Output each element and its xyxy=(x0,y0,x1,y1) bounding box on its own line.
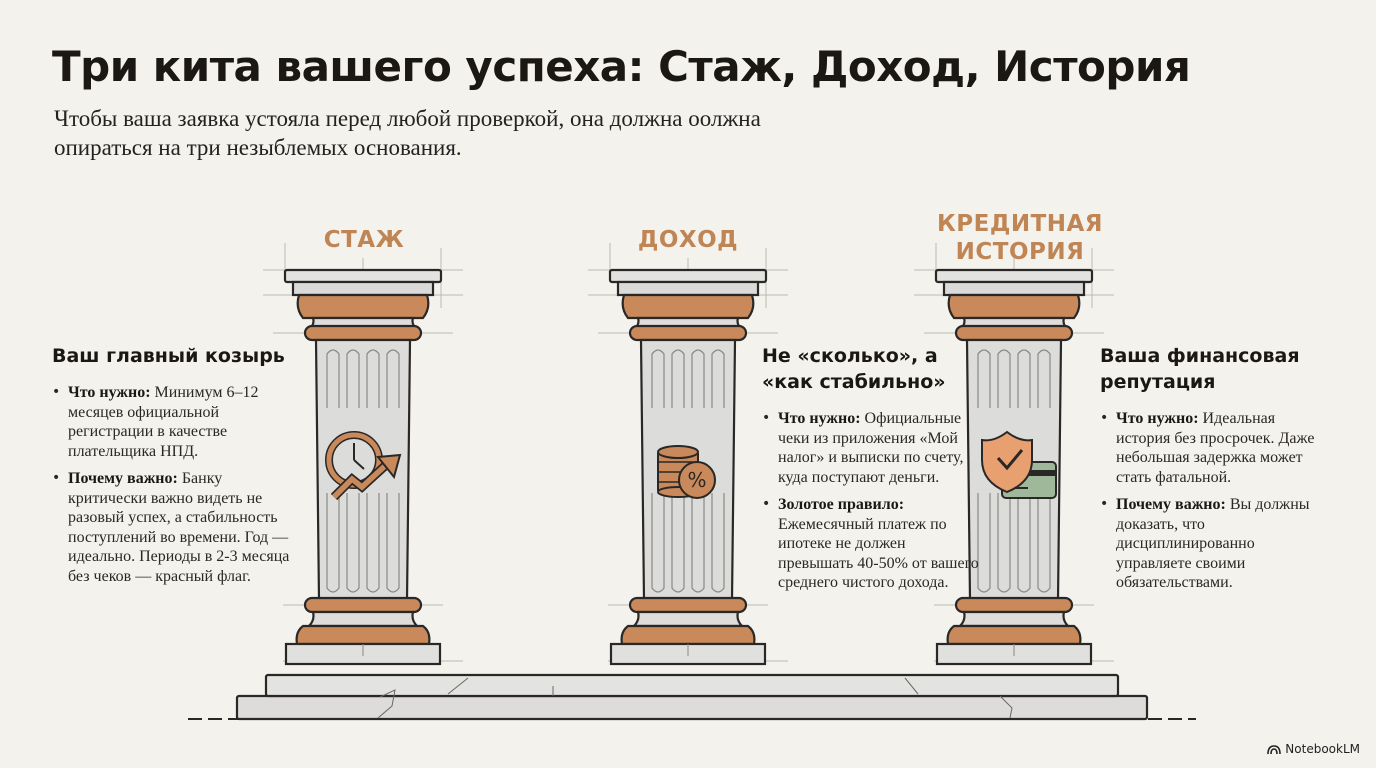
info-heading: Ваш главный козырь xyxy=(52,345,285,367)
column-label-dohod: ДОХОД xyxy=(637,227,739,253)
notebooklm-logo-icon xyxy=(1267,744,1282,754)
bullet-term: Золотое правило: xyxy=(778,496,905,513)
info-block-stazh: Ваш главный козырь Что нужно: Минимум 6–… xyxy=(52,343,302,594)
bullet-text: Минимум 6–12 месяцев официальной регистр… xyxy=(68,384,259,460)
bullet-term: Что нужно: xyxy=(68,384,151,401)
info-heading: Ваша финансовая репутация xyxy=(1100,345,1300,393)
bullet-term: Почему важно: xyxy=(68,470,178,487)
bullet: Почему важно: Вы должны доказать, что ди… xyxy=(1100,495,1330,593)
column-label-credit-history: КРЕДИТНАЯ ИСТОРИЯ xyxy=(920,210,1120,266)
bullet-text: Вы должны доказать, что дисциплинированн… xyxy=(1116,496,1310,591)
clock-growth-arrow-icon xyxy=(325,431,402,501)
brand-watermark: NotebookLM xyxy=(1267,742,1360,756)
page-title: Три кита вашего успеха: Стаж, Доход, Ист… xyxy=(52,42,1191,91)
bullet: Что нужно: Официальные чеки из приложени… xyxy=(762,409,982,487)
bullet-text: Ежемесячный платеж по ипотеке не должен … xyxy=(778,515,979,592)
brand-label: NotebookLM xyxy=(1285,742,1360,756)
svg-text:%: % xyxy=(687,468,706,492)
foundation-upper-step xyxy=(264,673,1120,698)
bullet-term: Что нужно: xyxy=(1116,410,1199,427)
bullet-term: Почему важно: xyxy=(1116,496,1226,513)
bullet: Почему важно: Банку критически важно вид… xyxy=(52,469,302,586)
bullet-text: Банку критически важно видеть не разовый… xyxy=(68,470,290,585)
shield-check-card-icon xyxy=(981,430,1057,499)
coins-percent-icon: % xyxy=(657,445,716,499)
bullet-text: Идеальная история без просрочек. Даже не… xyxy=(1116,410,1315,486)
label-line-2: ИСТОРИЯ xyxy=(955,239,1085,265)
column-label-stazh: СТАЖ xyxy=(323,227,405,253)
page-subtitle: Чтобы ваша заявка устояла перед любой пр… xyxy=(54,106,761,160)
label-line-1: КРЕДИТНАЯ xyxy=(936,211,1104,237)
bullet-text: Официальные чеки из приложения «Мой нало… xyxy=(778,410,964,486)
info-block-dohod: Не «сколько», а «как стабильно» Что нужн… xyxy=(762,343,982,601)
bullet: Что нужно: Идеальная история без просроч… xyxy=(1100,409,1330,487)
bullet-term: Что нужно: xyxy=(778,410,861,427)
info-block-credit-history: Ваша финансовая репутация Что нужно: Иде… xyxy=(1100,343,1330,601)
bullet: Золотое правило: Ежемесячный платеж по и… xyxy=(762,495,982,593)
bullet: Что нужно: Минимум 6–12 месяцев официаль… xyxy=(52,383,302,461)
info-heading: Не «сколько», а «как стабильно» xyxy=(762,345,946,393)
